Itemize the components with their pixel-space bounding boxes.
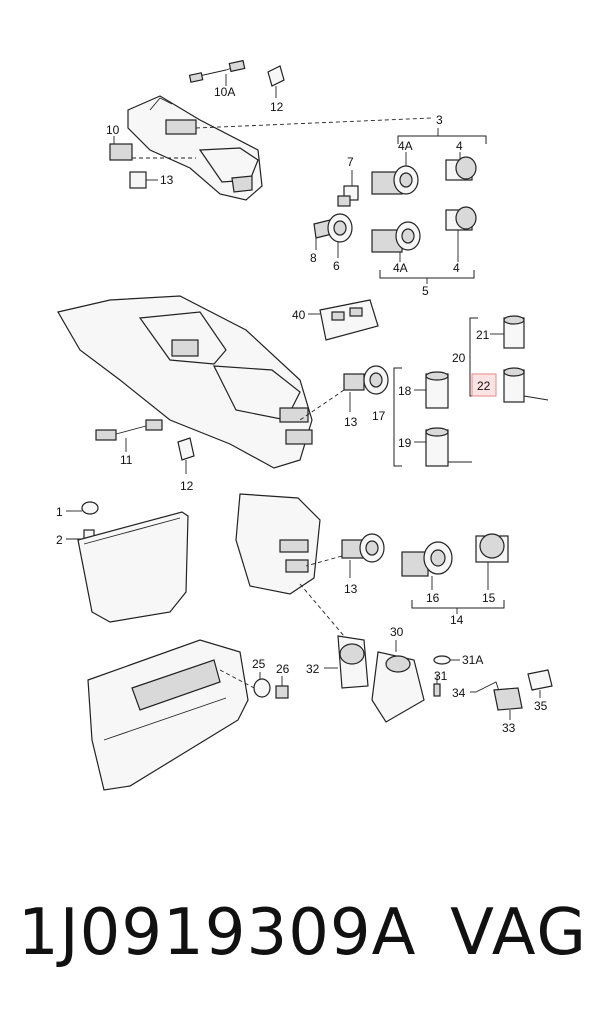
washer-31A [433,655,460,665]
callout-10: 10 [106,123,120,137]
cap-4-bottom [445,206,477,262]
socket-4A-top [371,152,419,195]
callout-19: 19 [398,436,412,450]
clip-12-top [267,65,285,98]
callout-26: 26 [276,662,290,676]
callout-25: 25 [252,657,266,671]
callout-4-top: 4 [456,139,463,153]
center-console-top [127,95,263,201]
callout-31A: 31A [462,653,483,667]
callout-11: 11 [120,453,133,467]
socket-13-lower [305,533,385,578]
callout-13-top: 13 [160,173,174,187]
callout-18: 18 [398,384,412,398]
leader-3-top [195,117,433,129]
callout-40: 40 [292,308,306,322]
wire-harness-11 [95,419,163,452]
cap-4-top [445,152,477,181]
connector-35 [527,669,553,698]
callout-4-bottom: 4 [453,261,460,275]
socket-25 [253,672,271,698]
socket-13-middle [299,365,389,421]
callout-16: 16 [426,591,440,605]
brand-label: VAG [450,896,588,970]
switch-panel-40 [308,299,379,341]
callout-20: 20 [452,351,466,365]
screw-1 [66,501,99,515]
module-10 [109,136,196,161]
cap-26 [275,676,289,699]
connector-33 [493,687,523,720]
clip-12-middle [177,437,195,474]
callout-2: 2 [56,533,63,547]
callout-12-top: 12 [270,100,284,114]
cover-panel [77,511,189,623]
callout-1: 1 [56,505,63,519]
socket-4A-bottom [371,221,421,262]
callout-4A-bottom: 4A [393,261,408,275]
callout-34: 34 [452,686,466,700]
armrest-rear [235,493,321,595]
screw-31 [433,674,441,697]
socket-22 [503,367,549,403]
bracket-30 [371,640,425,723]
socket-18 [414,371,449,409]
callout-21: 21 [476,328,490,342]
callout-10A: 10A [214,85,235,99]
callout-17: 17 [372,409,386,423]
callout-33: 33 [502,721,516,735]
callout-15: 15 [482,591,496,605]
part-number: 1J0919309A [18,896,417,970]
callout-31: 31 [434,669,448,683]
callout-4A-top: 4A [398,139,413,153]
socket-19 [414,427,472,467]
side-trim-panel [87,639,259,791]
leader-32 [299,583,345,637]
callout-35: 35 [534,699,548,713]
bracket-3 [397,135,487,144]
callout-30: 30 [390,625,404,639]
callout-5: 5 [422,284,429,298]
callout-8: 8 [310,251,317,265]
center-console-full [57,295,313,469]
bracket-14 [411,600,505,609]
wire-harness-10a [188,59,246,86]
knob-7 [337,170,359,207]
footer: 1J0919309A VAG [18,896,588,976]
callout-7: 7 [347,155,354,169]
socket-13-top [129,171,158,189]
highlight-22 [471,373,497,397]
socket-32 [324,635,369,689]
callout-12-middle: 12 [180,479,194,493]
bracket-17 [393,367,402,467]
cap-15 [475,533,509,590]
socket-8-6 [313,213,353,258]
callout-32: 32 [306,662,320,676]
callout-13-lower: 13 [344,582,358,596]
callout-14: 14 [450,613,464,627]
callout-22: 22 [477,379,491,393]
callout-3: 3 [436,113,443,127]
socket-16 [401,541,453,590]
callout-6: 6 [333,259,340,273]
callout-13-middle: 13 [344,415,358,429]
socket-21 [490,315,525,349]
